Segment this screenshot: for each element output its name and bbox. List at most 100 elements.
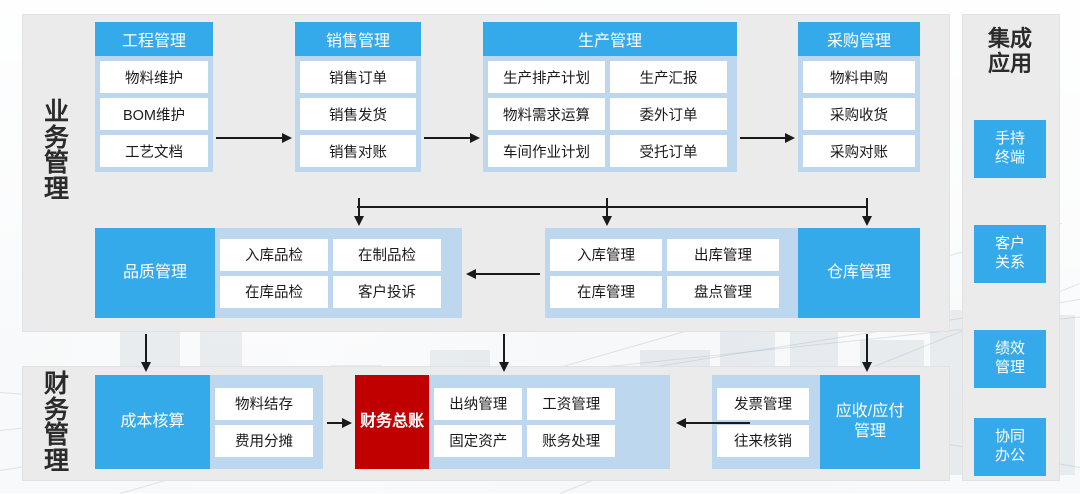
module-group-header-purchasing[interactable]: 采购管理 <box>798 22 920 56</box>
module-item[interactable]: 生产汇报 <box>610 61 727 93</box>
module-group-header-production[interactable]: 生产管理 <box>483 22 737 56</box>
arrow-production-to-purchasing <box>740 137 786 139</box>
arrow-ar-ap-to-ledger-head <box>676 417 686 428</box>
arrow-sales-to-production-head <box>470 132 480 143</box>
app-label-line-2: 办公 <box>994 447 1025 464</box>
arrow-purchasing-to-ar-ap <box>866 334 868 363</box>
module-group-header-engineering[interactable]: 工程管理 <box>95 22 213 56</box>
connector-bus-bar <box>357 206 867 208</box>
section-label-business: 业务管理 <box>43 98 70 203</box>
app-label: 协同办公 <box>995 428 1025 466</box>
module-item[interactable]: 物料维护 <box>100 61 208 93</box>
module-group-sales: 销售管理销售订单销售发货销售对账 <box>295 22 421 172</box>
module-item[interactable]: 物料结存 <box>215 387 313 420</box>
module-item[interactable]: 出库管理 <box>667 238 779 271</box>
module-group-warehouse: 仓库管理入库管理出库管理在库管理盘点管理 <box>545 228 920 318</box>
arrow-warehouse-to-quality <box>475 273 540 275</box>
module-group-engineering: 工程管理物料维护 BOM维护工艺文档 <box>95 22 213 172</box>
arrow-warehouse-to-ledger <box>503 334 505 363</box>
module-item[interactable]: 盘点管理 <box>667 275 779 308</box>
module-group-body-production: 生产排产计划生产汇报物料需求运算委外订单车间作业计划受托订单 <box>483 56 737 172</box>
app-label: 手持终端 <box>995 130 1025 168</box>
module-group-label-warehouse[interactable]: 仓库管理 <box>798 228 920 318</box>
app-label-line-1: 协同 <box>994 428 1025 446</box>
module-item[interactable]: BOM维护 <box>100 98 208 130</box>
module-item[interactable]: 委外订单 <box>610 98 727 130</box>
module-group-body-warehouse: 入库管理出库管理在库管理盘点管理 <box>545 228 798 318</box>
module-group-body-purchasing: 物料申购采购收货采购对账 <box>798 56 920 172</box>
module-group-label-quality[interactable]: 品质管理 <box>95 228 215 318</box>
module-group-header-sales[interactable]: 销售管理 <box>295 22 421 56</box>
app-label: 客户关系 <box>995 235 1025 273</box>
arrow-bus-to-warehouse <box>606 198 608 217</box>
label-lines: 应收/应付管理 <box>836 402 904 442</box>
module-group-body-quality: 入库品检在制品检在库品检客户投诉 <box>215 228 462 318</box>
module-item[interactable]: 往来核销 <box>717 424 809 457</box>
module-group-body-engineering: 物料维护 BOM维护工艺文档 <box>95 56 213 172</box>
arrow-sales-to-production <box>424 137 471 139</box>
app-button-handheld-terminal[interactable]: 手持终端 <box>974 120 1046 178</box>
module-item[interactable]: 客户投诉 <box>333 275 441 308</box>
module-item[interactable]: 账务处理 <box>527 424 616 457</box>
app-button-customer-relations[interactable]: 客户关系 <box>974 225 1046 283</box>
app-label-line-1: 客户 <box>994 235 1025 253</box>
module-item[interactable]: 物料需求运算 <box>488 98 605 130</box>
app-label-line-2: 管理 <box>994 359 1025 376</box>
module-item[interactable]: 销售订单 <box>300 61 416 93</box>
integration-apps-title: 集成应用 <box>962 26 1058 77</box>
module-group-body-sales: 销售订单销售发货销售对账 <box>295 56 421 172</box>
app-label-line-1: 手持 <box>994 130 1025 148</box>
module-item[interactable]: 车间作业计划 <box>488 135 605 167</box>
module-group-label-general-ledger[interactable]: 财务总账 <box>355 375 430 469</box>
module-item[interactable]: 固定资产 <box>434 424 523 457</box>
module-item[interactable]: 工资管理 <box>527 387 616 420</box>
arrow-cost-to-ledger <box>327 422 343 424</box>
module-item[interactable]: 在库管理 <box>550 275 662 308</box>
module-group-general-ledger: 财务总账出纳管理工资管理固定资产账务处理 <box>355 375 670 469</box>
app-button-performance-mgmt[interactable]: 绩效管理 <box>974 330 1046 388</box>
app-button-collaborative-office[interactable]: 协同办公 <box>974 418 1046 476</box>
module-item[interactable]: 生产排产计划 <box>488 61 605 93</box>
arrow-warehouse-to-quality-head <box>466 268 476 279</box>
app-label: 绩效管理 <box>995 340 1025 378</box>
module-item[interactable]: 物料申购 <box>803 61 915 93</box>
arrow-purchasing-to-warehouse <box>866 198 868 217</box>
module-group-quality: 品质管理入库品检在制品检在库品检客户投诉 <box>95 228 462 318</box>
module-item[interactable]: 入库管理 <box>550 238 662 271</box>
module-group-label-cost-accounting[interactable]: 成本核算 <box>95 375 210 469</box>
module-group-body-general-ledger: 出纳管理工资管理固定资产账务处理 <box>429 375 670 469</box>
module-item[interactable]: 在制品检 <box>333 238 441 271</box>
module-item[interactable]: 受托订单 <box>610 135 727 167</box>
label-line-1: 应收/应付 <box>835 403 905 420</box>
section-label-finance: 财务管理 <box>43 370 70 475</box>
module-item[interactable]: 发票管理 <box>717 387 809 420</box>
app-label-line-1: 绩效 <box>994 340 1025 358</box>
module-item[interactable]: 入库品检 <box>220 238 328 271</box>
module-item[interactable]: 销售对账 <box>300 135 416 167</box>
arrow-bus-to-quality-col <box>358 198 360 217</box>
module-item[interactable]: 采购收货 <box>803 98 915 130</box>
arrow-quality-to-cost <box>145 334 147 363</box>
module-group-body-cost-accounting: 物料结存费用分摊 <box>210 375 323 469</box>
app-label-line-2: 关系 <box>994 254 1025 271</box>
module-item[interactable]: 费用分摊 <box>215 424 313 457</box>
module-item[interactable]: 销售发货 <box>300 98 416 130</box>
app-label-line-2: 终端 <box>994 149 1025 166</box>
arrow-engineering-to-sales <box>216 137 283 139</box>
arrow-engineering-to-sales-head <box>282 132 292 143</box>
apps-title-line-1: 集成 <box>987 26 1032 51</box>
module-item[interactable]: 采购对账 <box>803 135 915 167</box>
arrow-production-to-purchasing-head <box>785 132 795 143</box>
module-group-purchasing: 采购管理物料申购采购收货采购对账 <box>798 22 920 172</box>
module-group-label-receivable-payable[interactable]: 应收/应付管理 <box>820 375 920 469</box>
arrow-bus-to-warehouse-head <box>601 216 612 226</box>
arrow-quality-to-cost-head <box>140 362 151 372</box>
module-item[interactable]: 工艺文档 <box>100 135 208 167</box>
module-item[interactable]: 出纳管理 <box>434 387 523 420</box>
module-item[interactable]: 在库品检 <box>220 275 328 308</box>
module-group-body-receivable-payable: 发票管理往来核销 <box>712 375 820 469</box>
module-group-production: 生产管理生产排产计划生产汇报物料需求运算委外订单车间作业计划受托订单 <box>483 22 737 172</box>
arrow-purchasing-to-warehouse-head <box>861 216 872 226</box>
arrow-bus-to-quality-col-head <box>353 216 364 226</box>
